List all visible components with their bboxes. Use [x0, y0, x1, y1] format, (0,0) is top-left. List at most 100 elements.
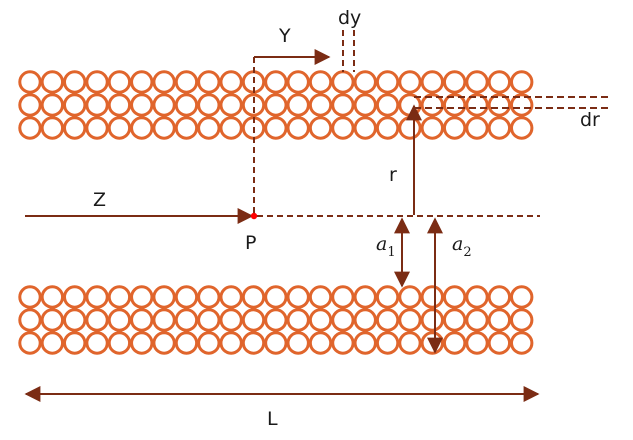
wire-turn — [40, 116, 65, 140]
wire-turn — [264, 116, 288, 140]
wire-turn — [465, 331, 489, 355]
wire-turn — [420, 308, 444, 332]
bottom-winding — [18, 285, 534, 355]
wire-turn — [353, 308, 377, 332]
wire-turn — [219, 93, 243, 117]
wire-turn — [442, 331, 467, 355]
wire-turn — [353, 116, 377, 140]
wire-turn — [398, 308, 422, 332]
wire-turn — [308, 116, 333, 140]
wire-turn — [63, 70, 87, 94]
wire-turn — [152, 116, 176, 140]
wire-turn — [286, 70, 310, 94]
wire-turn — [487, 116, 512, 140]
wire-turn — [63, 285, 87, 309]
wire-turn — [286, 308, 310, 332]
wire-turn — [130, 331, 154, 355]
r-label: r — [389, 164, 397, 186]
wire-turn — [197, 285, 221, 309]
wire-turn — [510, 308, 534, 332]
wire-turn — [375, 285, 400, 309]
wire-turn — [286, 116, 310, 140]
wire-turn — [63, 116, 87, 140]
wire-turn — [18, 93, 42, 117]
wire-turn — [219, 331, 243, 355]
wire-turn — [174, 70, 199, 94]
wire-turn — [264, 93, 288, 117]
wire-turn — [18, 285, 42, 309]
l-label: L — [267, 408, 278, 430]
wire-turn — [510, 285, 534, 309]
wire-turn — [353, 93, 377, 117]
wire-turn — [18, 308, 42, 332]
wire-turn — [174, 285, 199, 309]
wire-turn — [465, 93, 489, 117]
wire-turn — [331, 93, 355, 117]
wire-turn — [510, 70, 534, 94]
wire-turn — [465, 116, 489, 140]
wire-turn — [308, 70, 333, 94]
wire-turn — [197, 116, 221, 140]
wire-turn — [286, 93, 310, 117]
wire-turn — [375, 70, 400, 94]
wire-turn — [487, 331, 512, 355]
top-winding — [18, 70, 534, 140]
wire-turn — [331, 285, 355, 309]
wire-turn — [40, 308, 65, 332]
wire-turn — [107, 70, 132, 94]
wire-turn — [174, 93, 199, 117]
wire-turn — [85, 93, 109, 117]
wire-turn — [442, 285, 467, 309]
wire-turn — [442, 93, 467, 117]
wire-turn — [197, 70, 221, 94]
wire-turn — [241, 308, 266, 332]
wire-turn — [331, 308, 355, 332]
wire-turn — [197, 331, 221, 355]
wire-turn — [420, 285, 444, 309]
wire-turn — [353, 331, 377, 355]
wire-turn — [152, 70, 176, 94]
wire-turn — [442, 70, 467, 94]
wire-turn — [130, 116, 154, 140]
wire-turn — [308, 285, 333, 309]
wire-turn — [85, 308, 109, 332]
wire-turn — [353, 70, 377, 94]
wire-turn — [398, 331, 422, 355]
p-label: P — [245, 232, 256, 254]
wire-turn — [465, 308, 489, 332]
wire-turn — [264, 331, 288, 355]
wire-turn — [308, 93, 333, 117]
wire-turn — [174, 116, 199, 140]
wire-turn — [130, 308, 154, 332]
wire-turn — [510, 116, 534, 140]
dy-label: dy — [338, 7, 361, 29]
wire-turn — [241, 93, 266, 117]
wire-turn — [107, 116, 132, 140]
wire-turn — [130, 70, 154, 94]
wire-turn — [40, 93, 65, 117]
wire-turn — [286, 285, 310, 309]
y-label: Y — [278, 25, 291, 47]
wire-turn — [375, 93, 400, 117]
dr-label: dr — [580, 109, 600, 131]
wire-turn — [420, 331, 444, 355]
wire-turn — [197, 308, 221, 332]
wire-turn — [375, 331, 400, 355]
wire-turn — [40, 285, 65, 309]
wire-turn — [420, 70, 444, 94]
wire-turn — [375, 116, 400, 140]
wire-turn — [107, 285, 132, 309]
wire-turn — [375, 308, 400, 332]
wire-turn — [152, 93, 176, 117]
wire-turn — [420, 93, 444, 117]
wire-turn — [331, 116, 355, 140]
wire-turn — [40, 331, 65, 355]
wire-turn — [107, 308, 132, 332]
wire-turn — [487, 285, 512, 309]
wire-turn — [264, 285, 288, 309]
wire-turn — [241, 331, 266, 355]
wire-turn — [130, 93, 154, 117]
wire-turn — [18, 331, 42, 355]
z-label: Z — [93, 189, 106, 211]
